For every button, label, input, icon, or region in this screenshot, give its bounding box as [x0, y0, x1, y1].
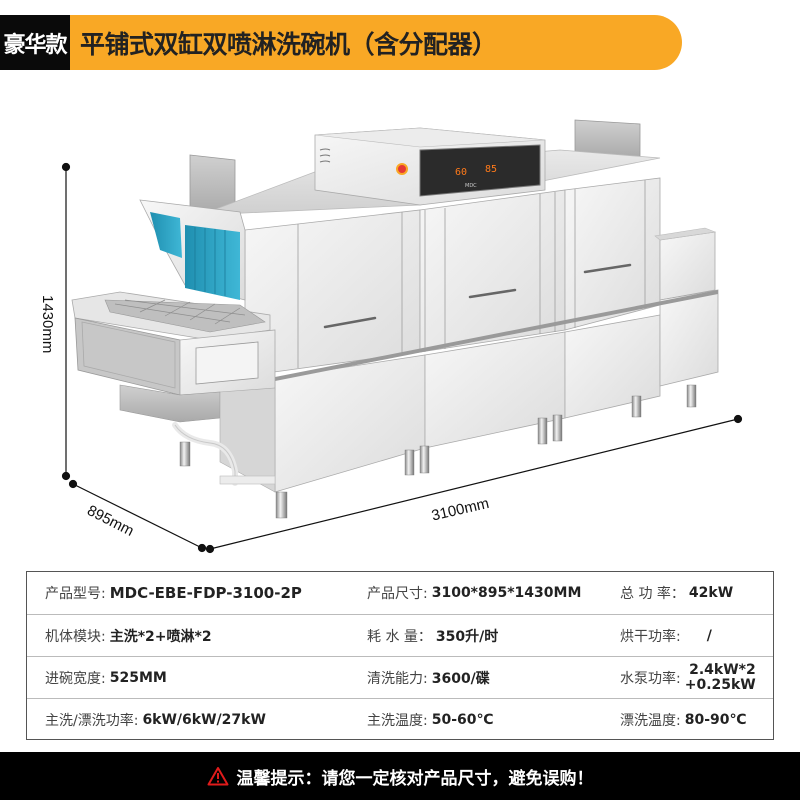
spec-inlet-width: 进碗宽度:525MM: [45, 670, 167, 687]
spec-row: 进碗宽度:525MM 清洗能力:3600/碟 水泵功率:2.4kW*2+0.25…: [27, 656, 773, 698]
spec-modules: 机体模块:主洗*2+喷淋*2: [45, 629, 212, 645]
product-title-text: 平铺式双缸双喷淋洗碗机（含分配器）: [80, 29, 497, 59]
product-illustration: 60 85 MDC: [0, 80, 800, 560]
emergency-stop-icon: [396, 163, 408, 175]
spec-capacity: 清洗能力:3600/碟: [367, 671, 490, 687]
warning-banner: 温馨提示：请您一定核对产品尺寸，避免误购！: [0, 752, 800, 800]
spec-water-consumption: 耗 水 量：350升/时: [367, 629, 499, 645]
dishwasher-drawing: 60 85 MDC: [61, 119, 743, 554]
spec-row: 机体模块:主洗*2+喷淋*2 耗 水 量：350升/时 烘干功率:/: [27, 614, 773, 656]
warning-triangle-icon: [207, 766, 229, 786]
spec-total-power: 总 功 率：42kW: [620, 585, 734, 602]
spec-rinse-temp: 漂洗温度:80-90℃: [620, 712, 747, 729]
brand-logo: MDC: [465, 183, 477, 189]
warning-text: 温馨提示：请您一定核对产品尺寸，避免误购！: [236, 768, 594, 789]
spec-pump-power: 水泵功率:2.4kW*2+0.25kW: [620, 662, 756, 693]
badge-deluxe: 豪华款: [0, 15, 70, 70]
temp-display-wash: 60: [455, 167, 467, 178]
spec-drying-power: 烘干功率:/: [620, 628, 712, 645]
spec-wash-temp: 主洗温度:50-60℃: [367, 712, 494, 729]
spec-table: 产品型号:MDC-EBE-FDP-3100-2P 产品尺寸:3100*895*1…: [26, 571, 774, 740]
dimension-height-label: 1430mm: [39, 295, 56, 354]
spec-row: 产品型号:MDC-EBE-FDP-3100-2P 产品尺寸:3100*895*1…: [27, 572, 773, 614]
spec-row: 主洗/漂洗功率:6kW/6kW/27kW 主洗温度:50-60℃ 漂洗温度:80…: [27, 698, 773, 740]
spec-wash-rinse-power: 主洗/漂洗功率:6kW/6kW/27kW: [45, 712, 266, 729]
product-title: 平铺式双缸双喷淋洗碗机（含分配器）: [70, 15, 682, 70]
dimension-lines: [61, 162, 743, 554]
temp-display-rinse: 85: [485, 164, 497, 175]
spec-dimensions: 产品尺寸:3100*895*1430MM: [367, 585, 582, 602]
spec-model: 产品型号:MDC-EBE-FDP-3100-2P: [45, 584, 302, 602]
